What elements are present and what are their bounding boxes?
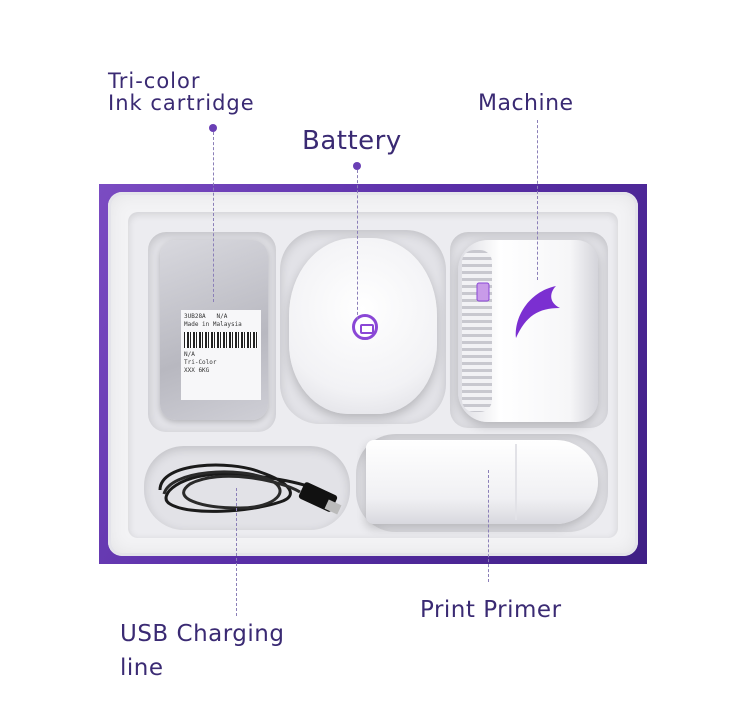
usb-cable bbox=[158, 463, 342, 515]
cartridge-code: N/A bbox=[216, 313, 228, 320]
cartridge-model: 3UB28A bbox=[184, 313, 206, 320]
battery-icon bbox=[352, 314, 378, 340]
usb-label-line2: line bbox=[120, 655, 164, 681]
machine-leader-line bbox=[537, 120, 538, 280]
battery-leader-line bbox=[357, 170, 358, 320]
cartridge-variant: N/A bbox=[184, 351, 195, 358]
usb-charging-line-label: USB Charging line bbox=[120, 617, 284, 685]
machine-button-icon bbox=[476, 282, 490, 302]
ink-label-line1: Tri-color bbox=[108, 69, 201, 93]
cartridge-sticker: 3UB28A N/A Made in Malaysia N/A Tri-Colo… bbox=[181, 310, 261, 400]
machine-label: Machine bbox=[478, 91, 574, 116]
usb-leader-line bbox=[236, 488, 237, 616]
barcode bbox=[184, 332, 258, 348]
primer-leader-line bbox=[488, 470, 489, 582]
cartridge-type: Tri-Color bbox=[184, 359, 217, 366]
cartridge-line: XXX 6KG bbox=[184, 367, 210, 374]
usb-label-line1: USB Charging bbox=[120, 621, 285, 647]
ink-leader-dot bbox=[209, 124, 217, 132]
cartridge-origin: Made in Malaysia bbox=[184, 321, 242, 328]
primer-seam bbox=[515, 444, 517, 520]
battery-label: Battery bbox=[302, 126, 402, 156]
print-primer-label: Print Primer bbox=[420, 597, 562, 623]
machine-grip-ridges bbox=[462, 250, 492, 412]
ink-cartridge-label: Tri-color Ink cartridge bbox=[108, 70, 255, 114]
ink-label-line2: Ink cartridge bbox=[108, 91, 255, 115]
ink-leader-line bbox=[213, 132, 214, 302]
battery-leader-dot bbox=[353, 162, 361, 170]
print-primer bbox=[366, 440, 598, 524]
machine-logo-icon bbox=[515, 286, 560, 338]
